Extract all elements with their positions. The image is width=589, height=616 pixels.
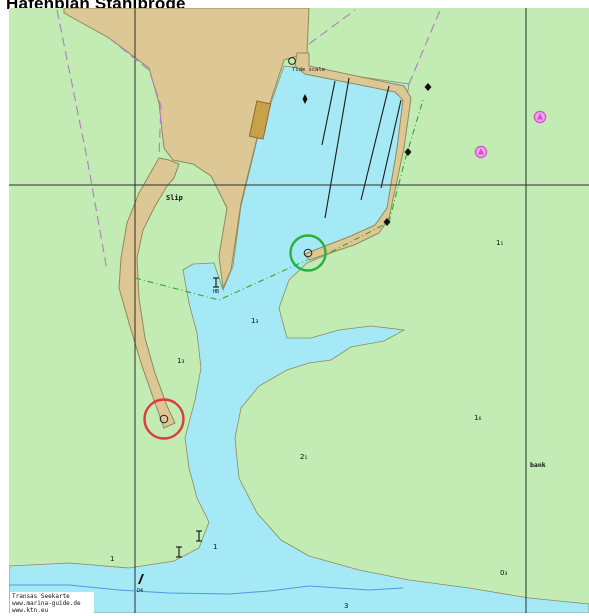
beacon-mark-label: D4	[137, 588, 143, 594]
harbour-light-icon	[302, 83, 432, 226]
depth-sounding: 1₆	[474, 414, 481, 422]
depth-sounding: 3	[344, 602, 348, 610]
depth-sounding: 0₃	[500, 569, 507, 577]
stake-icon	[138, 574, 144, 584]
harbour-quay-area	[63, 8, 310, 290]
restricted-area-boundary	[56, 8, 442, 271]
depth-sounding: 1₃	[177, 357, 184, 365]
tide-scale-label: Tide scale	[292, 67, 325, 73]
depth-sounding: 2₁	[300, 453, 307, 461]
shoal-contour	[9, 584, 404, 595]
bollard-ring-icon	[159, 414, 169, 424]
slip-label: Slip	[166, 194, 183, 202]
credit-line: www.marina-guide.de	[12, 600, 81, 607]
magenta-triangle-buoy-icon[interactable]	[474, 110, 547, 159]
depth-sounding: 1	[110, 555, 114, 563]
mooring-lines	[321, 77, 402, 219]
light-mark-label: HB	[213, 289, 219, 295]
depth-sounding: 1₃	[251, 317, 258, 325]
leading-lines	[134, 99, 424, 301]
harbour-water[interactable]	[9, 65, 589, 613]
chart-canvas[interactable]: Slip Tide scale bank HB D4 1₃ 1₃ 1₁ 1₆ 2…	[9, 8, 589, 613]
depth-sounding: 1₁	[496, 239, 503, 247]
highlight-circle-green[interactable]	[289, 234, 327, 272]
bollard-ring-icon	[303, 248, 313, 258]
depth-sounding: 1	[213, 543, 217, 551]
west-pier	[118, 157, 180, 429]
east-pier	[294, 52, 412, 261]
highlight-circle-red[interactable]	[143, 398, 185, 440]
bank-label: bank	[530, 461, 546, 469]
credit-line: Transas Seekarte	[12, 593, 70, 600]
nautical-chart[interactable]: Slip Tide scale bank HB D4 1₃ 1₃ 1₁ 1₆ 2…	[9, 8, 589, 613]
harbour-building	[248, 100, 272, 140]
beacon-icon	[176, 277, 219, 558]
credit-line: www.ktn.eu	[12, 607, 49, 614]
chart-grid	[9, 8, 589, 613]
chart-credit: Transas Seekarte www.marina-guide.de www…	[10, 592, 94, 616]
tide-scale-ring-icon	[288, 57, 296, 65]
